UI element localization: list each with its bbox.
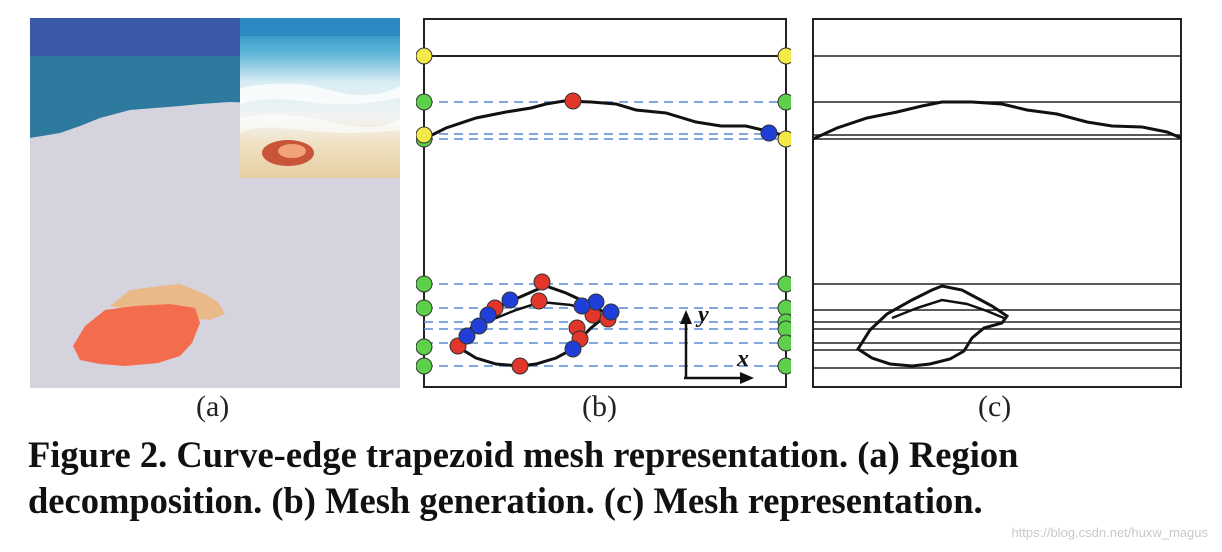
panel-a-region-decomposition: [30, 18, 400, 388]
trapezoid-horizontal-lines: [813, 55, 1181, 369]
top-boundary-curve: [812, 100, 1182, 141]
figure-caption: Figure 2. Curve-edge trapezoid mesh repr…: [28, 432, 1208, 524]
green-points: [416, 93, 791, 375]
region-decomposition-image: [30, 18, 400, 388]
watermark-text: https://blog.csdn.net/huxw_magus: [1011, 525, 1208, 540]
subfigure-label-c: (c): [978, 390, 1012, 423]
mesh-representation-diagram: [812, 18, 1182, 388]
beach-photo-inset: [240, 18, 400, 178]
mesh-border: [812, 18, 1182, 388]
mesh-border: [423, 18, 787, 388]
top-boundary-curve: [423, 99, 787, 141]
panel-c-mesh-representation: [812, 18, 1182, 388]
shell-main-region: [73, 304, 200, 366]
blue-points: [458, 124, 778, 358]
yellow-points: [416, 47, 791, 148]
caption-line-2: decomposition. (b) Mesh generation. (c) …: [28, 480, 983, 521]
y-axis-label: y: [695, 302, 709, 328]
shell-boundary-curve: [855, 284, 1010, 368]
x-axis-label: x: [736, 346, 749, 372]
subfigure-label-b: (b): [582, 390, 617, 423]
subfigure-label-a: (a): [196, 390, 230, 423]
mesh-generation-diagram: y x: [416, 18, 791, 388]
panel-b-mesh-generation: y x: [416, 18, 791, 388]
caption-line-1: Figure 2. Curve-edge trapezoid mesh repr…: [28, 434, 1019, 475]
xy-axes-icon: y x: [680, 302, 754, 384]
